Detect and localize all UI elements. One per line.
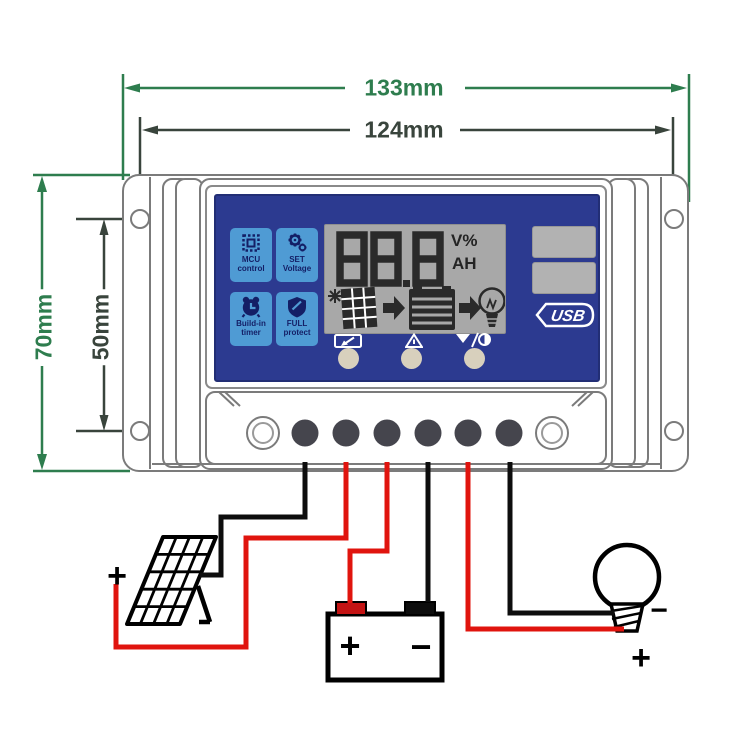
load-negative-label: − (650, 594, 668, 627)
dim-label-70mm: 70mm (31, 288, 57, 366)
dim-label-133mm: 133mm (357, 76, 451, 100)
usb-badge: USB (535, 302, 595, 328)
battery-icon (409, 286, 455, 330)
battery-positive-cap (335, 601, 367, 616)
battery-drawing (325, 601, 445, 683)
tile-label: SET (289, 255, 305, 264)
mounting-screw-hole (664, 209, 684, 229)
tile-mcu-control: MCU control (230, 228, 272, 282)
solar-panel-drawing (125, 535, 218, 626)
wire-load-negative (507, 462, 614, 616)
usb-port-slot (532, 226, 596, 258)
dimension-124mm (138, 117, 675, 209)
solar-button (338, 348, 359, 369)
faceplate: MCU control SET Voltage Build-in timer (214, 194, 600, 382)
arrow-icon (383, 296, 405, 320)
alarm-clock-icon (241, 296, 261, 318)
battery-positive-label: + (339, 625, 361, 666)
tile-label: protect (283, 327, 311, 337)
load-button (464, 348, 485, 369)
dim-label-124mm: 124mm (357, 118, 451, 142)
lcd-unit-volt-percent: V% (451, 231, 478, 250)
mounting-screw-hole (130, 209, 150, 229)
wire-battery-positive (347, 462, 390, 603)
gears-icon (288, 233, 307, 252)
tile-full-protect: FULL protect (276, 292, 318, 346)
tile-label: Voltage (282, 263, 312, 273)
wire-terminals (291, 419, 523, 447)
tile-set-voltage: SET Voltage (276, 228, 318, 282)
dimension-133mm (121, 74, 691, 202)
lcd-reading: 88.8 (325, 225, 326, 226)
solar-positive-label: + (107, 557, 127, 595)
tile-label: control (237, 263, 265, 273)
mounting-screw-hole (664, 421, 684, 441)
load-positive-label: + (631, 639, 651, 677)
sun-icon (328, 289, 342, 303)
dimension-70mm (33, 173, 130, 473)
lcd-unit-amp-hour: AH (452, 254, 477, 273)
battery-button-icon (405, 333, 423, 348)
shield-icon (288, 297, 306, 318)
usb-label: USB (549, 307, 586, 325)
dim-label-50mm: 50mm (88, 288, 114, 366)
load-display-button-icon (456, 332, 491, 348)
tile-label: timer (241, 327, 261, 337)
chip-icon (242, 234, 260, 252)
wire-solar-positive (113, 462, 349, 650)
solar-panel-button-icon (334, 334, 362, 348)
battery-button (401, 348, 422, 369)
battery-negative-label: − (410, 626, 432, 667)
tile-label: FULL (286, 319, 308, 328)
tile-label: Build-in (236, 319, 266, 328)
arrow-icon (459, 296, 481, 320)
wire-solar-negative (200, 462, 308, 578)
solar-panel-icon (340, 286, 378, 330)
mounting-screw-hole (130, 421, 150, 441)
lamp-icon (478, 287, 505, 327)
terminal-screw (535, 416, 569, 450)
battery-negative-cap (404, 601, 436, 616)
tile-build-in-timer: Build-in timer (230, 292, 272, 346)
bulb-drawing (592, 542, 662, 633)
wires (113, 462, 624, 650)
lcd-flow-icons (328, 286, 505, 330)
dimension-50mm (76, 217, 129, 433)
lcd-seven-segment-digits (336, 231, 444, 287)
wire-load-positive (465, 462, 624, 632)
terminal-screw (246, 416, 280, 450)
usb-port-slot (532, 262, 596, 294)
tile-label: MCU (241, 255, 261, 264)
lcd-display: 88.8 V% AH (324, 224, 506, 334)
panel-stand-leg (195, 585, 213, 625)
